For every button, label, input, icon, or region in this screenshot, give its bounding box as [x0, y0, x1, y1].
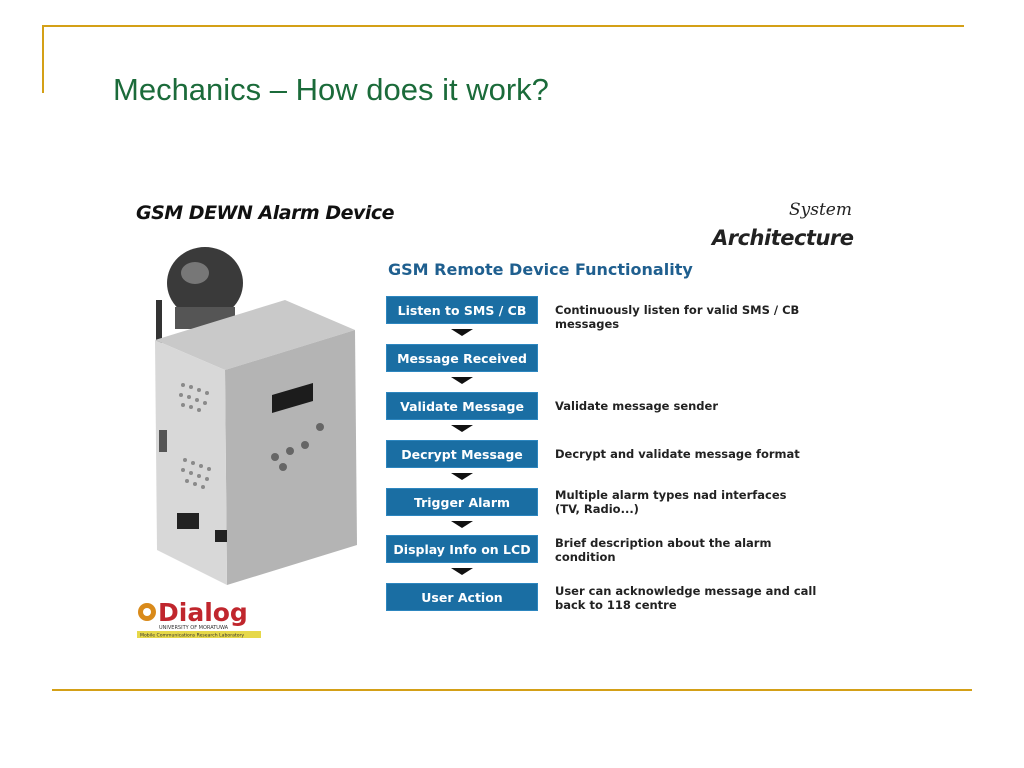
dialog-logo: Dialog UNIVERSITY OF MORATUWA Mobile Com… — [137, 598, 261, 639]
step-decrypt-message: Decrypt Message — [386, 440, 538, 468]
description-line: Multiple alarm types nad interfaces — [555, 488, 787, 502]
svg-text:UNIVERSITY OF MORATUWA: UNIVERSITY OF MORATUWA — [159, 625, 229, 631]
svg-text:Mobile Communications Research: Mobile Communications Research Laborator… — [140, 633, 244, 639]
step-listen-sms-cb: Listen to SMS / CB — [386, 296, 538, 324]
description-line: Validate message sender — [555, 399, 719, 413]
flow-arrow-down-icon — [451, 568, 473, 575]
top-rule — [42, 25, 964, 27]
slide-title: Mechanics – How does it work? — [113, 72, 549, 107]
step-description: Decrypt and validate message format — [555, 447, 865, 461]
flow-arrow-down-icon — [451, 329, 473, 336]
svg-text:Dialog: Dialog — [158, 598, 248, 627]
step-trigger-alarm: Trigger Alarm — [386, 488, 538, 516]
flow-arrow-down-icon — [451, 425, 473, 432]
step-description: Validate message sender — [555, 399, 865, 413]
description-line: Brief description about the alarm — [555, 536, 772, 550]
flow-arrow-down-icon — [451, 521, 473, 528]
step-user-action: User Action — [386, 583, 538, 611]
description-line: Decrypt and validate message format — [555, 447, 800, 461]
description-line: condition — [555, 550, 616, 564]
step-description: Continuously listen for valid SMS / CB m… — [555, 303, 865, 331]
step-description: User can acknowledge message and call ba… — [555, 584, 865, 612]
bottom-rule — [52, 689, 972, 691]
alarm-device-illustration — [155, 247, 357, 585]
functionality-heading: GSM Remote Device Functionality — [388, 260, 693, 279]
top-left-corner-rule — [42, 25, 44, 93]
flow-arrow-down-icon — [451, 377, 473, 384]
step-description: Brief description about the alarm condit… — [555, 536, 865, 564]
step-description: Multiple alarm types nad interfaces (TV,… — [555, 488, 865, 516]
description-line: (TV, Radio...) — [555, 502, 639, 516]
step-validate-message: Validate Message — [386, 392, 538, 420]
architecture-label: Architecture — [712, 226, 854, 250]
device-heading: GSM DEWN Alarm Device — [136, 202, 395, 224]
description-line: User can acknowledge message and call — [555, 584, 817, 598]
flow-arrow-down-icon — [451, 473, 473, 480]
description-line: Continuously listen for valid SMS / CB m… — [555, 303, 800, 331]
description-line: back to 118 centre — [555, 598, 677, 612]
step-display-info-lcd: Display Info on LCD — [386, 535, 538, 563]
system-label: System — [789, 200, 852, 220]
step-message-received: Message Received — [386, 344, 538, 372]
